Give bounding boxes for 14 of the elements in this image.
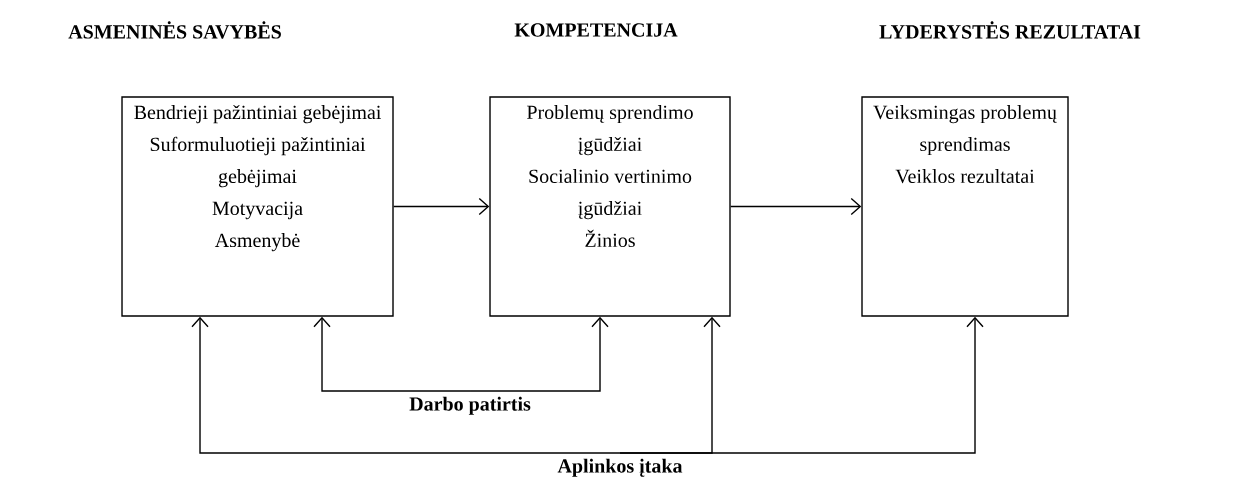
arrow [191,316,621,454]
arrow [469,316,609,392]
column-heading: ASMENINĖS SAVYBĖS [68,21,281,39]
factor-label: Darbo patirtis [409,396,531,415]
column-heading: KOMPETENCIJA [514,23,678,37]
arrow [730,197,862,216]
text-box: Bendrieji pažintiniai gebėjimai Suformuluotieji pažintiniai gebėjimai Motyvacija Asmenybė [121,96,394,317]
arrow [393,197,490,216]
column-heading: LYDERYSTĖS REZULTATAI [879,21,1141,39]
factor-label: Aplinkos įtaka [557,458,683,477]
arrow [313,316,471,392]
arrow [619,316,984,454]
text-box: Problemų sprendimo įgūdžiai Socialinio vertinimo įgūdžiai Žinios [489,96,731,317]
text-box: Veiksmingas problemų sprendimas Veiklos rezultatai [861,96,1069,317]
